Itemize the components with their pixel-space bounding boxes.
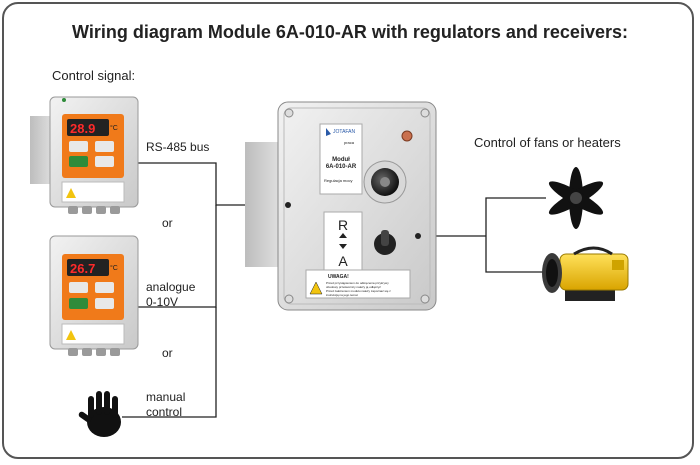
svg-text:JOTAFAN: JOTAFAN (333, 129, 356, 135)
svg-text:°C: °C (110, 124, 118, 132)
hand-icon (78, 391, 121, 437)
control-signal-label: Control signal: (52, 68, 136, 83)
module-output-terminal (415, 233, 421, 239)
svg-text:28.9: 28.9 (70, 121, 95, 136)
green-button-icon (69, 298, 88, 309)
svg-text:Moduł: Moduł (332, 157, 350, 163)
svg-text:R: R (338, 217, 348, 233)
svg-text:praca: praca (344, 140, 355, 145)
power-led-icon (401, 130, 413, 142)
svg-text:A: A (338, 253, 348, 269)
set-button-icon (69, 282, 88, 293)
warning-icon (66, 188, 76, 198)
wire-output (418, 197, 546, 273)
thermostat-top: 28.9 °C (30, 96, 139, 214)
wires (122, 162, 546, 418)
module-input-terminal (285, 202, 291, 208)
thermostat-analogue: 26.7 °C (49, 235, 139, 356)
svg-text:26.7: 26.7 (70, 261, 95, 276)
warning-icon (309, 281, 323, 295)
svg-text:Regulacja mocy: Regulacja mocy (324, 178, 352, 183)
svg-text:Przed przystąpieniem do odkręc: Przed przystąpieniem do odkręcenia przyk… (326, 281, 389, 285)
svg-text:instrukcją na jego temat: instrukcją na jego temat (326, 293, 358, 297)
minus-button-icon (95, 298, 114, 309)
mode-switch-plate (323, 211, 363, 271)
set-button-icon (69, 141, 88, 152)
wire-manual (122, 307, 217, 418)
svg-text:6A-010-AR: 6A-010-AR (326, 164, 357, 170)
or-label-2: or (162, 346, 173, 360)
module-6a-010-ar: JOTAFAN praca Moduł 6A-010-AR Regulacja … (245, 101, 437, 311)
thermostat-display (67, 259, 109, 276)
warning-icon (66, 330, 76, 340)
thermostat-display (67, 119, 109, 136)
minus-button-icon (95, 156, 114, 167)
rs485-label: RS-485 bus (146, 140, 210, 154)
control-fans-label: Control of fans or heaters (474, 135, 621, 150)
svg-text:°C: °C (110, 264, 118, 272)
wire-analogue (138, 205, 217, 308)
fan-icon (548, 167, 604, 229)
green-button-icon (69, 156, 88, 167)
svg-text:Przed założeniem modułu należy: Przed założeniem modułu należy zapoznać … (326, 289, 391, 293)
heater-icon (542, 246, 629, 301)
svg-text:obudowy przetwornicy należy ją: obudowy przetwornicy należy ją odłączyć (326, 285, 381, 289)
svg-text:UWAGA!: UWAGA! (328, 274, 349, 280)
plus-button-icon (95, 282, 114, 293)
plus-button-icon (95, 141, 114, 152)
jotafan-logo-icon (326, 128, 331, 136)
or-label-1: or (162, 216, 173, 230)
diagram-title: Wiring diagram Module 6A-010-AR with reg… (72, 22, 628, 42)
